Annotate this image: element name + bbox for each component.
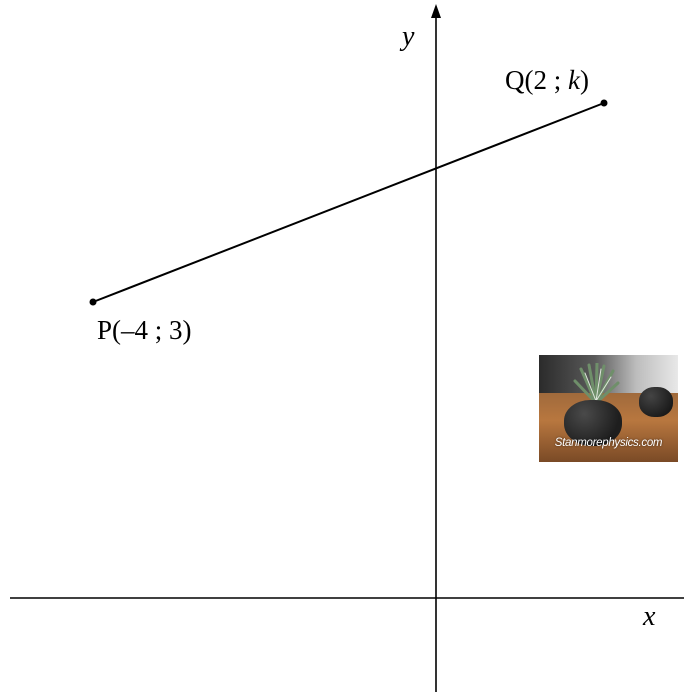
point-q-label: Q(2 ; k) [505,65,589,95]
point-p-dot [89,298,97,306]
logo-small-plant-pot [639,387,673,417]
y-axis-label: y [399,21,415,52]
stanmorephysics-logo: Stanmorephysics.com [539,355,678,462]
logo-plant-pot [564,400,622,446]
point-q-label-suffix: ) [580,65,589,95]
point-q-dot [600,99,608,107]
point-p-label: P(–4 ; 3) [97,315,192,345]
y-axis-arrowhead [431,4,441,18]
watermark-text: Stanmorephysics.com [554,437,663,449]
point-q-label-variable: k [568,65,581,95]
x-axis-label: x [642,601,656,632]
segment-pq [92,102,605,303]
point-q-label-prefix: Q(2 ; [505,65,568,95]
logo-plant-leaves-icon [573,363,620,405]
